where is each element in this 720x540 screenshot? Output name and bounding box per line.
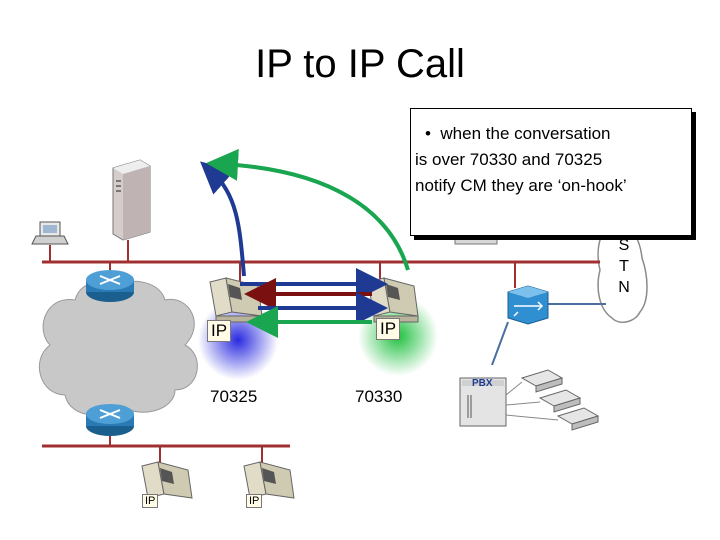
pstn-label: S T N bbox=[615, 235, 633, 298]
ip-phone-d-icon bbox=[243, 461, 295, 499]
phone-d-ip-tag: IP bbox=[246, 494, 263, 508]
wan-cloud bbox=[38, 280, 198, 416]
green-onhook-arrow bbox=[206, 148, 410, 271]
callout-line-1: when the conversation bbox=[440, 124, 611, 143]
gateway-switch-icon bbox=[507, 285, 549, 325]
desk-phone-icon-1 bbox=[520, 369, 564, 393]
callout-line-3: notify CM they are ‘on-hook’ bbox=[415, 176, 627, 195]
ip-phone-c-icon bbox=[141, 461, 193, 499]
pstn-letter: T bbox=[619, 258, 629, 275]
call-manager-server-icon bbox=[112, 159, 151, 241]
phone-b-ip-tag: IP bbox=[376, 318, 401, 340]
router-top-icon bbox=[86, 270, 134, 302]
router-bottom-icon bbox=[86, 404, 134, 436]
phone-b-extension: 70330 bbox=[355, 387, 403, 406]
workstation-icon bbox=[31, 221, 69, 245]
blue-onhook-arrow bbox=[200, 161, 246, 277]
callout-line-2: is over 70330 and 70325 bbox=[415, 150, 603, 169]
pbx-label: PBX bbox=[472, 378, 493, 389]
phone-a-ip-tag: IP bbox=[207, 320, 232, 342]
pstn-letter: S bbox=[618, 237, 630, 254]
slide-title: IP to IP Call bbox=[255, 42, 465, 86]
phone-c-ip-tag: IP bbox=[142, 494, 159, 508]
pstn-cloud bbox=[597, 223, 648, 324]
desk-phone-icon-2 bbox=[538, 389, 582, 413]
phone-a-extension: 70325 bbox=[210, 387, 258, 406]
callout-bullet: • bbox=[425, 124, 431, 143]
callout-box: • when the conversation is over 70330 an… bbox=[410, 108, 692, 236]
pstn-letter: N bbox=[618, 279, 630, 296]
pbx-icon bbox=[459, 377, 507, 427]
desk-phone-icon-3 bbox=[556, 407, 600, 431]
